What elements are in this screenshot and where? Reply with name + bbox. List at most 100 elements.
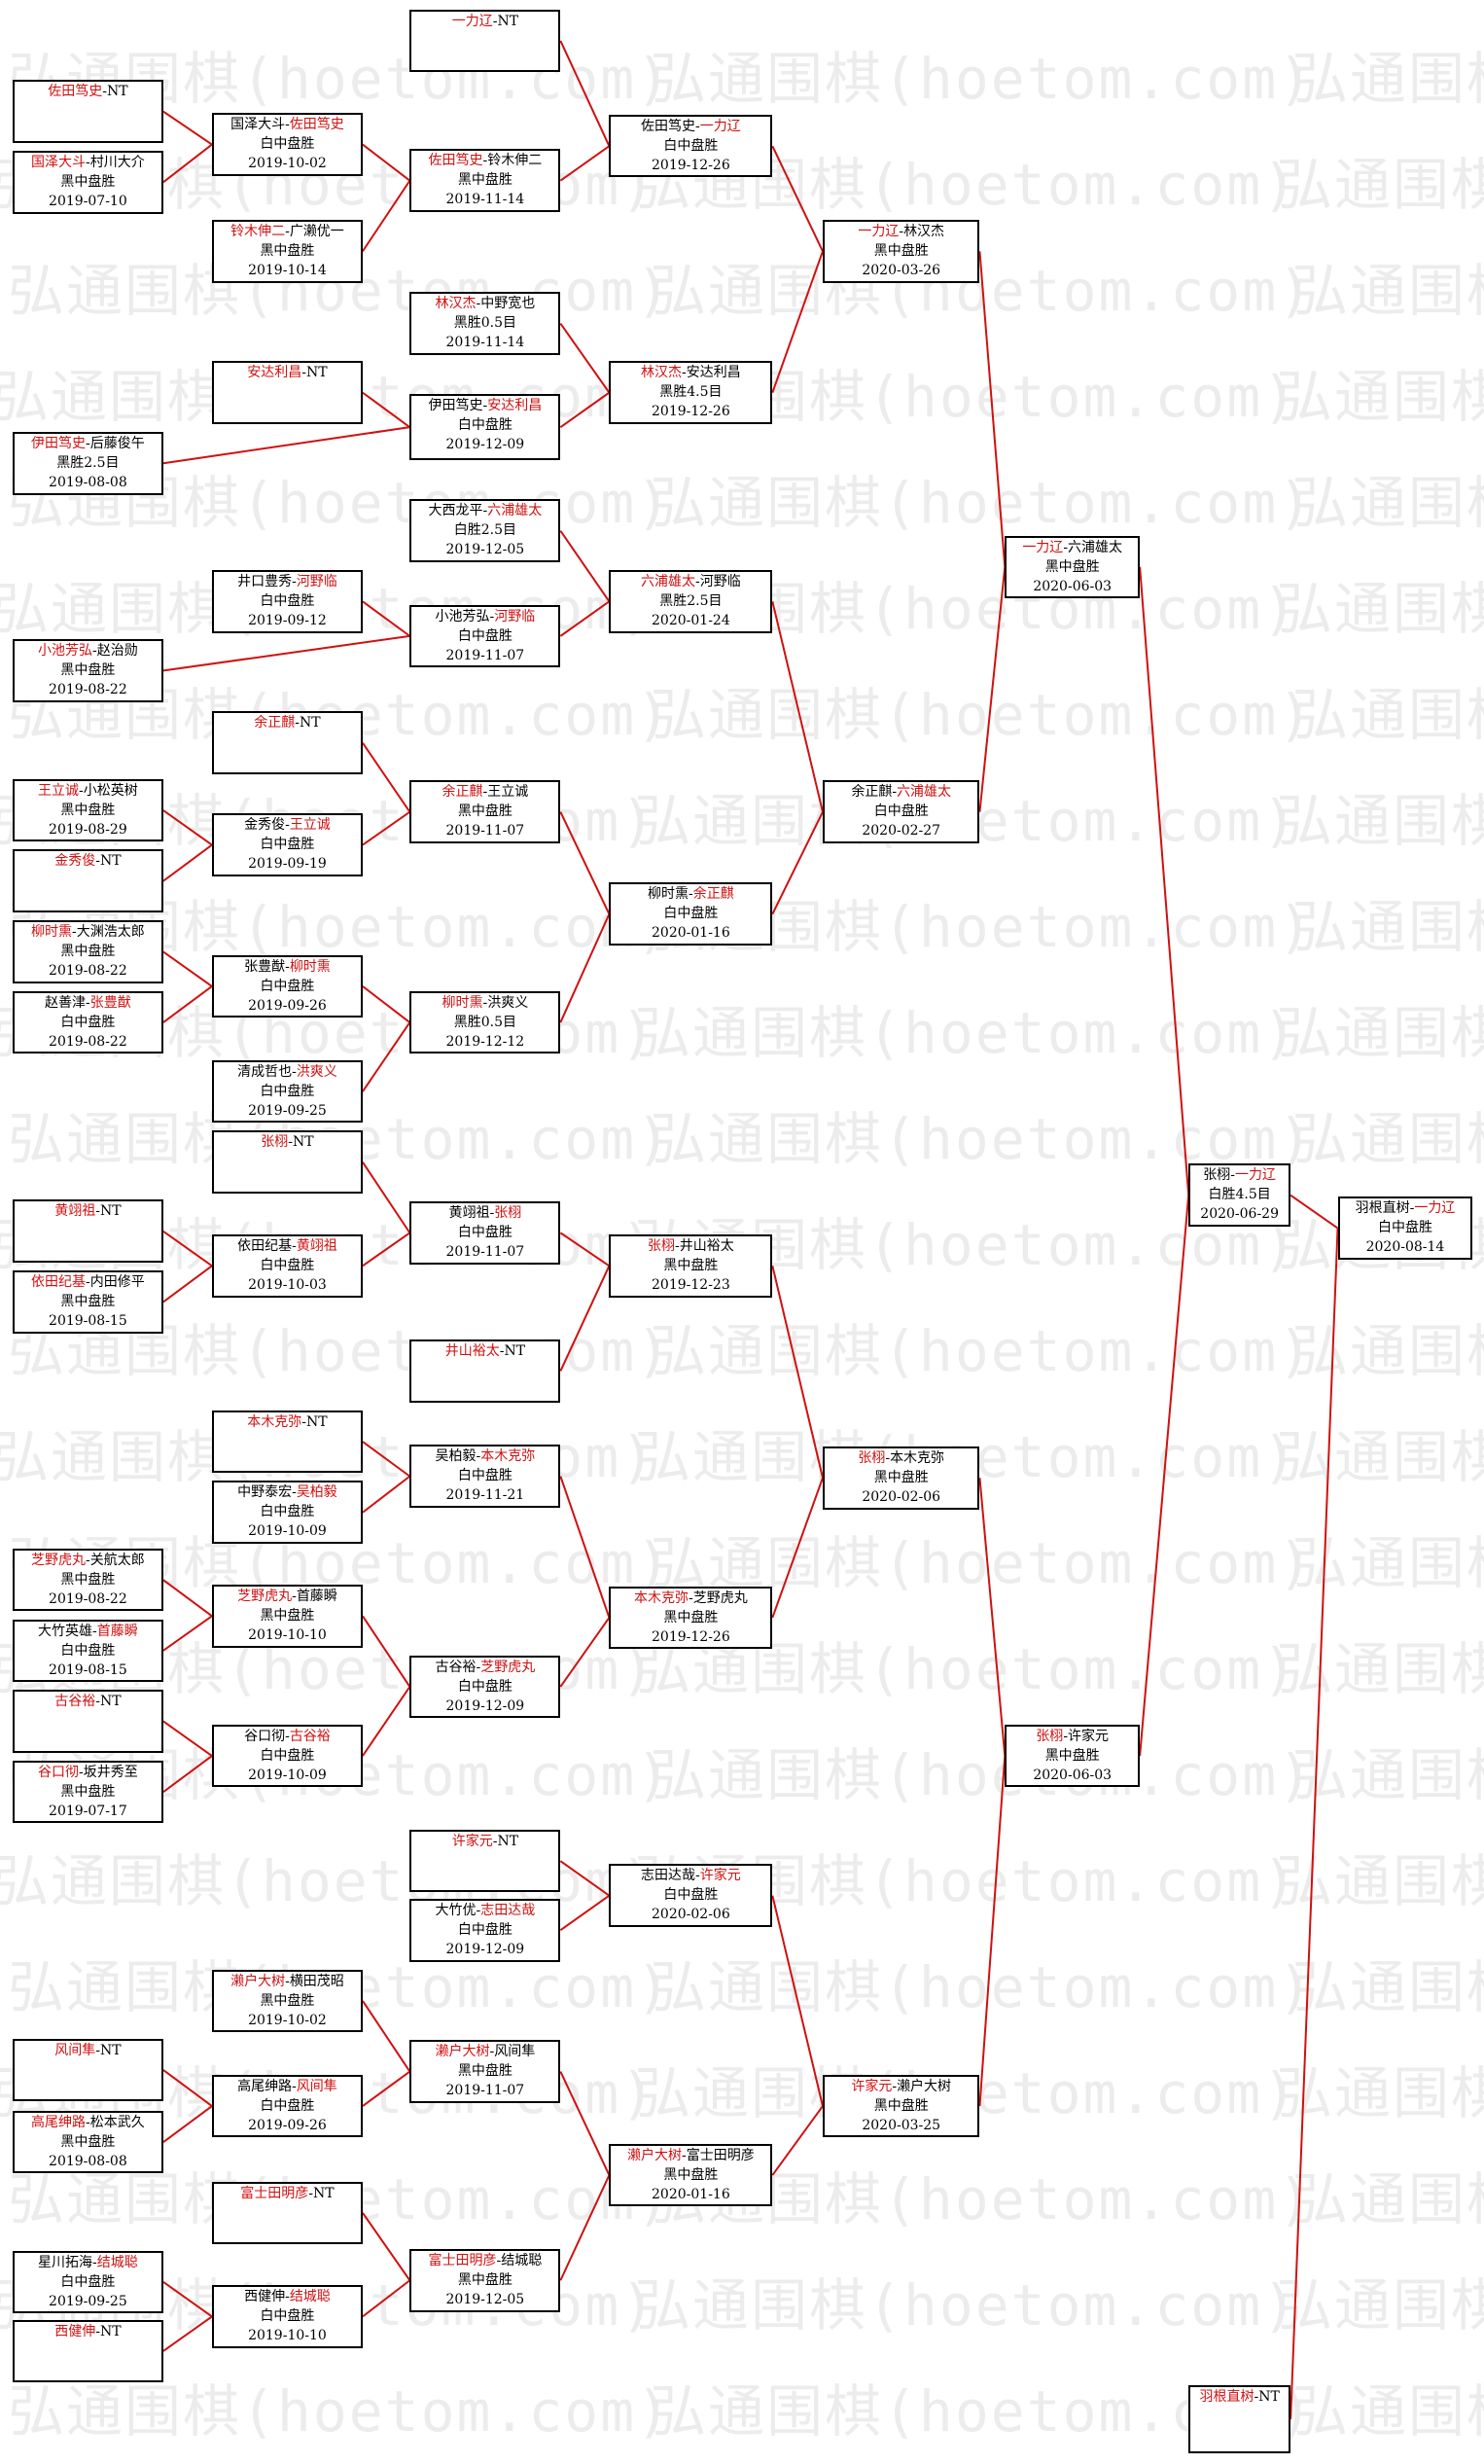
match-result: 黑中盘胜 (1044, 558, 1100, 575)
player-black: 一力辽 (858, 224, 900, 240)
player-separator: - (292, 1237, 297, 1254)
match-box: 羽根直树-NT (1188, 2385, 1291, 2453)
player-black: 清成哲也 (237, 1063, 293, 1080)
player-white: NT (306, 1413, 328, 1430)
player-black: 中野泰宏 (237, 1484, 293, 1501)
player-separator: - (86, 435, 90, 451)
player-separator: - (292, 574, 297, 590)
bracket-line (978, 251, 1007, 567)
bracket-line (162, 2105, 213, 2143)
player-black: 星川拓海 (38, 2254, 93, 2270)
match-players: 柳时熏-大渊浩太郎 (15, 922, 161, 942)
match-result: 黑胜0.5目 (453, 1014, 516, 1030)
match-players: 张栩-NT (214, 1132, 361, 1152)
match-date: 2019-10-10 (248, 2328, 327, 2344)
match-players: 张豊猷-柳时熏 (214, 957, 361, 977)
player-white: 后藤俊午 (89, 435, 145, 451)
player-white: 横田茂昭 (289, 1973, 344, 1989)
player-black: 井山裕太 (444, 1343, 500, 1360)
player-separator: - (95, 1694, 100, 1710)
player-separator: - (92, 643, 97, 660)
player-black: 金秀俊 (244, 817, 286, 834)
match-result: 黑中盘胜 (60, 173, 116, 190)
player-separator: - (92, 1623, 97, 1639)
player-white: 芝野虎丸 (480, 1659, 536, 1675)
bracket-line (1290, 1228, 1339, 2420)
player-separator: - (689, 886, 693, 903)
player-separator: - (489, 2044, 495, 2060)
match-result: 黑胜4.5目 (659, 384, 723, 401)
match-players: 依田纪基-内田修平 (15, 1272, 161, 1292)
player-black: 本木克弥 (634, 1589, 689, 1606)
match-players: 张栩-井山裕太 (611, 1236, 770, 1256)
player-separator: - (72, 924, 77, 941)
match-players: 张栩-本木克弥 (825, 1448, 977, 1468)
match-box: 风间隼-NT (12, 2038, 163, 2102)
match-date: 2019-11-14 (445, 335, 525, 351)
match-date: 2019-12-05 (445, 542, 525, 558)
bracket-line (362, 810, 410, 846)
match-result: 白中盘胜 (663, 906, 719, 922)
match-date: 2019-07-17 (49, 1803, 127, 1819)
match-date: 2019-10-03 (248, 1276, 327, 1293)
player-black: 金秀俊 (54, 853, 96, 870)
bracket-line (559, 1860, 611, 1897)
player-white: 一力辽 (699, 118, 741, 134)
bracket-line (362, 1232, 410, 1268)
player-white: 结城聪 (289, 2289, 331, 2305)
player-white: 六浦雄太 (487, 503, 543, 519)
player-separator: - (285, 1973, 290, 1989)
player-white: NT (99, 2042, 122, 2058)
match-players: 王立诚-小松英树 (15, 781, 161, 801)
player-black: 西健伸 (54, 2323, 96, 2339)
player-black: 井口豊秀 (237, 574, 293, 590)
match-players: 黄翊祖-NT (15, 1201, 161, 1221)
bracket-line (559, 2071, 611, 2176)
player-white: 富士田明彦 (686, 2147, 755, 2163)
match-players: 吴柏毅-本木克弥 (411, 1446, 558, 1466)
bracket-line (771, 601, 824, 812)
match-players: 大西龙平-六浦雄太 (411, 501, 558, 520)
match-players: 余正麒-六浦雄太 (825, 782, 977, 802)
match-players: 西健伸-NT (15, 2322, 161, 2341)
match-date: 2019-08-15 (49, 1313, 127, 1330)
player-white: 余正麒 (692, 886, 734, 903)
match-players: 余正麒-王立诚 (411, 782, 558, 802)
player-separator: - (1254, 2389, 1259, 2406)
player-black: 谷口彻 (38, 1764, 80, 1780)
player-black: 大竹优 (435, 1902, 477, 1918)
match-players: 许家元-NT (411, 1832, 558, 1851)
player-white: 洪爽义 (296, 1063, 337, 1080)
player-black: 六浦雄太 (641, 574, 695, 590)
player-black: 高尾绅路 (31, 2114, 87, 2130)
match-date: 2019-08-15 (49, 1661, 127, 1678)
player-black: 张栩 (648, 1237, 675, 1254)
match-players: 志田达哉-许家元 (611, 1866, 770, 1885)
player-white: NT (106, 84, 128, 100)
bracket-line (771, 145, 824, 252)
player-white: 林汉杰 (903, 224, 945, 240)
match-result: 白中盘胜 (457, 1225, 512, 1241)
match-date: 2020-06-03 (1033, 578, 1113, 594)
match-players: 谷口彻-古谷裕 (214, 1727, 361, 1746)
match-players: 星川拓海-结城聪 (15, 2253, 161, 2272)
bracket-line (162, 110, 213, 146)
match-players: 林汉杰-中野宽也 (411, 294, 558, 313)
